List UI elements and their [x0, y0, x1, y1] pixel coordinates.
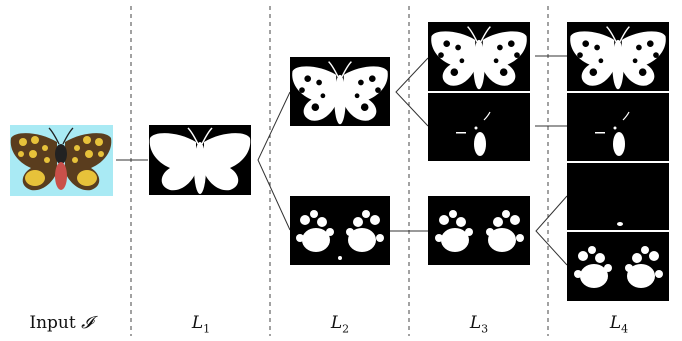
l3-mask-mid-panel	[428, 93, 530, 161]
l4-mask-c-panel	[567, 163, 669, 230]
label-l1: L1	[191, 313, 211, 336]
input-image-panel	[10, 125, 113, 196]
l3-mask-bottom-panel	[428, 196, 530, 265]
label-input: Input 𝓘	[29, 313, 93, 333]
connectors	[116, 55, 568, 266]
column-dividers	[130, 6, 549, 336]
label-l3: L3	[469, 313, 489, 336]
l4-mask-a-panel	[567, 22, 669, 91]
l2-mask-top-panel	[290, 57, 390, 126]
l3-mask-top-panel	[428, 22, 530, 91]
l1-mask-panel	[148, 125, 252, 195]
label-l4: L4	[609, 313, 629, 336]
label-l2: L2	[330, 313, 350, 336]
l2-mask-bottom-panel	[290, 196, 390, 265]
l4-mask-d-panel	[567, 232, 669, 301]
l4-mask-b-panel	[567, 93, 669, 161]
